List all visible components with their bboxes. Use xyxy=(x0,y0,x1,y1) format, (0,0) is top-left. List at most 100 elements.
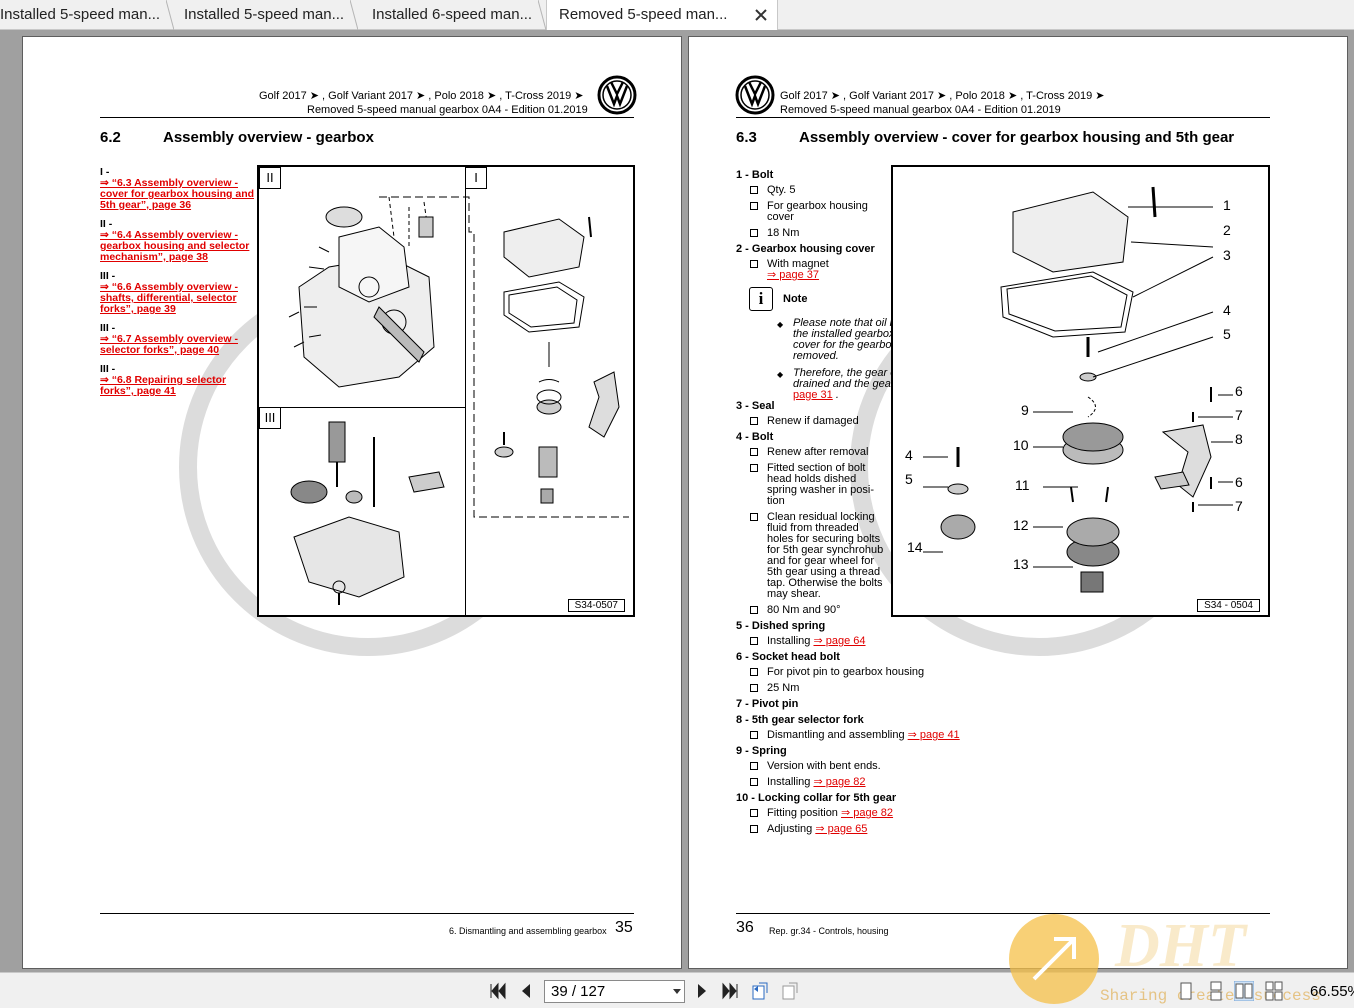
page-link[interactable]: ⇒ page 65 xyxy=(815,823,868,835)
cover-5th-gear-figure: 1 2 3 4 5 6 7 8 6 7 9 10 11 12 13 14 4 5… xyxy=(891,165,1270,617)
breadcrumb: Golf 2017 ➤ , Golf Variant 2017 ➤ , Polo… xyxy=(780,90,1105,102)
note-label: Note xyxy=(783,293,808,305)
legend-sub: 25 Nm xyxy=(736,683,896,694)
callout-3: 3 xyxy=(1223,247,1231,263)
xref-link[interactable]: ⇒ “6.3 Assembly overview - cover for gea… xyxy=(100,177,255,211)
info-icon: i xyxy=(749,287,773,311)
callout-5: 5 xyxy=(1223,326,1231,342)
note-paragraph: Please note that oil leaks out of the in… xyxy=(793,317,950,362)
section-title: Assembly overview - cover for gearbox ho… xyxy=(799,129,1235,146)
xref-link[interactable]: ⇒ “6.6 Assembly overview - shafts, diffe… xyxy=(100,281,238,315)
figure-tag: S34-0507 xyxy=(567,599,625,612)
legend-item-head: 6 - Socket head bolt xyxy=(736,651,840,663)
assembly-boundary-lines xyxy=(379,196,629,518)
xref-item: III - ⇒ “6.6 Assembly overview - shafts,… xyxy=(100,271,255,315)
section-number: 6.2 xyxy=(100,129,121,146)
tab-label: Installed 5-speed man... xyxy=(0,6,161,23)
checkbox-bullet-icon xyxy=(750,778,758,786)
page-number-input[interactable]: 39 / 127 xyxy=(544,980,685,1003)
first-page-icon[interactable] xyxy=(488,981,508,1001)
close-icon[interactable] xyxy=(753,7,769,23)
footer-rule xyxy=(100,913,634,914)
xref-link[interactable]: ⇒ “6.7 Assembly overview - selector fork… xyxy=(100,333,238,356)
next-page-icon[interactable] xyxy=(692,981,712,1001)
panel-label-i: I xyxy=(465,167,487,189)
xref-roman: II - xyxy=(100,218,113,230)
callout-7: 7 xyxy=(1235,407,1243,423)
legend-sub: Renew after removal xyxy=(736,447,896,458)
callout-6: 6 xyxy=(1235,383,1243,399)
checkbox-bullet-icon xyxy=(750,809,758,817)
page-link[interactable]: ⇒ page 41 xyxy=(907,729,960,741)
legend-sub: Fitted section of bolt head holds dished… xyxy=(736,463,886,507)
tab-bar: Installed 5-speed man... Installed 5-spe… xyxy=(0,0,1354,31)
callout-6b: 6 xyxy=(1235,474,1243,490)
page-link[interactable]: ⇒ page 37 xyxy=(767,269,820,281)
breadcrumb: Golf 2017 ➤ , Golf Variant 2017 ➤ , Polo… xyxy=(259,90,584,102)
page-36: Golf 2017 ➤ , Golf Variant 2017 ➤ , Polo… xyxy=(688,36,1348,969)
xref-item: III - ⇒ “6.7 Assembly overview - selecto… xyxy=(100,323,255,356)
page-subtitle: Removed 5-speed manual gearbox 0A4 - Edi… xyxy=(780,104,1061,116)
header-rule xyxy=(736,117,1270,118)
legend-item-head: 9 - Spring xyxy=(736,745,787,757)
callout-9: 9 xyxy=(1021,402,1029,418)
tab-installed-6speed[interactable]: Installed 6-speed man... xyxy=(360,0,546,30)
checkbox-bullet-icon xyxy=(750,448,758,456)
vw-logo-icon xyxy=(597,75,637,115)
brand-logo-text: DHT xyxy=(1115,912,1246,980)
legend-item-head: 10 - Locking collar for 5th gear xyxy=(736,792,897,804)
tab-installed-5speed-2[interactable]: Installed 5-speed man... xyxy=(172,0,358,30)
facing-pages-view-icon[interactable] xyxy=(1234,981,1254,1001)
callout-11: 11 xyxy=(1015,477,1030,493)
panel-label-ii: II xyxy=(259,167,281,189)
page-number: 36 xyxy=(736,919,754,936)
next-view-icon[interactable] xyxy=(780,981,800,1001)
chevron-down-icon[interactable] xyxy=(673,989,681,994)
page-link[interactable]: ⇒ page 82 xyxy=(813,776,866,788)
callout-14: 14 xyxy=(907,539,923,555)
header-rule xyxy=(100,117,634,118)
vw-logo-icon xyxy=(735,75,775,115)
single-page-view-icon[interactable] xyxy=(1176,981,1196,1001)
tab-installed-5speed-1[interactable]: Installed 5-speed man... xyxy=(0,0,174,30)
callout-10: 10 xyxy=(1013,437,1029,453)
legend-sub: Installing ⇒ page 64 xyxy=(736,636,936,647)
tab-separator-icon xyxy=(538,0,546,30)
legend-sub: For pivot pin to gearbox housing xyxy=(736,667,956,678)
legend-item-head: 5 - Dished spring xyxy=(736,620,826,632)
legend-sub: Adjusting ⇒ page 65 xyxy=(736,824,896,835)
legend-sub: Clean residual locking fluid from thread… xyxy=(736,512,886,600)
legend-item-head: 8 - 5th gear selector fork xyxy=(736,714,864,726)
checkbox-bullet-icon xyxy=(750,684,758,692)
callout-1: 1 xyxy=(1223,197,1231,213)
page-link[interactable]: ⇒ page 64 xyxy=(813,635,866,647)
checkbox-bullet-icon xyxy=(750,637,758,645)
previous-view-icon[interactable] xyxy=(750,981,770,1001)
shafts-differential-drawing xyxy=(290,421,445,605)
figure-tag: S34 - 0504 xyxy=(1197,599,1260,612)
legend-sub: Qty. 5 xyxy=(736,185,896,196)
callout-4b: 4 xyxy=(905,447,913,463)
section-title: Assembly overview - gearbox xyxy=(163,129,374,146)
legend-item-head: 2 - Gearbox housing cover xyxy=(736,243,875,255)
previous-page-icon[interactable] xyxy=(516,981,536,1001)
continuous-facing-view-icon[interactable] xyxy=(1264,981,1284,1001)
xref-roman: III - xyxy=(100,270,116,282)
checkbox-bullet-icon xyxy=(750,229,758,237)
continuous-view-icon[interactable] xyxy=(1206,981,1226,1001)
document-viewer[interactable]: Golf 2017 ➤ , Golf Variant 2017 ➤ , Polo… xyxy=(0,30,1354,972)
tab-removed-5speed[interactable]: Removed 5-speed man... xyxy=(546,0,778,31)
last-page-icon[interactable] xyxy=(720,981,740,1001)
tab-label: Removed 5-speed man... xyxy=(559,6,728,23)
legend-item-head: 1 - Bolt xyxy=(736,169,774,181)
xref-link[interactable]: ⇒ “6.8 Repairing selector forks”, page 4… xyxy=(100,374,227,397)
legend-item-head: 7 - Pivot pin xyxy=(736,698,799,710)
xref-link[interactable]: ⇒ “6.4 Assembly overview - gearbox housi… xyxy=(100,229,250,263)
callout-4: 4 xyxy=(1223,302,1231,318)
checkbox-bullet-icon xyxy=(750,731,758,739)
legend-sub: With magnet⇒ page 37 xyxy=(736,259,896,281)
page-indicator: 39 / 127 xyxy=(551,983,606,1000)
legend-sub: 18 Nm xyxy=(736,228,896,239)
zoom-level[interactable]: 66.55% xyxy=(1310,983,1354,1000)
page-link[interactable]: ⇒ page 82 xyxy=(841,807,894,819)
